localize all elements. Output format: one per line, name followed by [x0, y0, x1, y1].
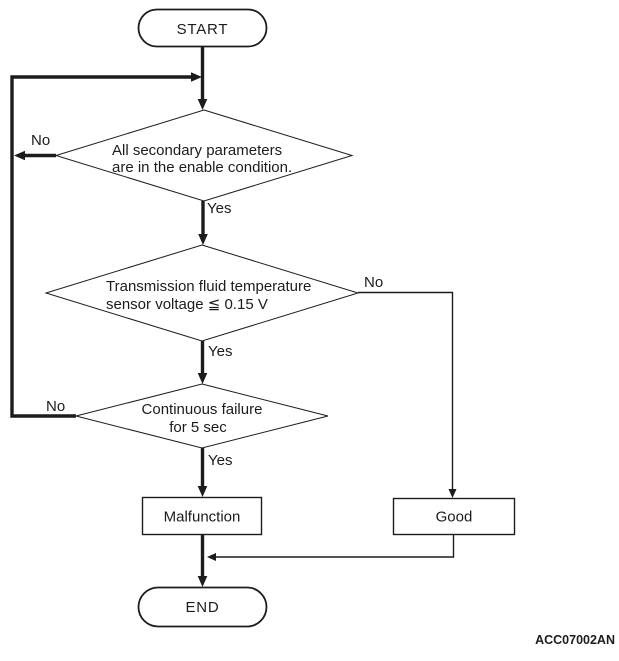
figure-id-label: ACC07002AN	[535, 633, 615, 647]
end-node	[137, 586, 268, 628]
decision-3-yes-label: Yes	[208, 452, 232, 469]
decision-2-text-line2: sensor voltage ≦ 0.15 V	[106, 296, 268, 313]
decision-2-text-line1: Transmission fluid temperature	[106, 278, 311, 295]
decision-3-no-label: No	[46, 398, 65, 415]
arrow-good-merge	[207, 535, 455, 561]
decision-2-shape	[44, 244, 360, 342]
decision-1-text-line1: All secondary parameters	[112, 142, 282, 159]
decision-1-shape	[54, 109, 354, 202]
arrow-decision-2-no-to-good	[358, 291, 457, 498]
decision-2-no-label: No	[364, 274, 383, 291]
malfunction-node	[141, 496, 263, 536]
good-label: Good	[436, 509, 473, 526]
decision-3-text-line1: Continuous failure	[142, 401, 263, 418]
malfunction-label: Malfunction	[164, 509, 241, 526]
decision-3-shape	[75, 383, 329, 449]
decision-3-text-line2: for 5 sec	[169, 419, 227, 436]
arrow-loopback-decision-3-no	[10, 72, 202, 418]
decision-2-yes-label: Yes	[208, 343, 232, 360]
good-node	[392, 497, 516, 536]
start-label: START	[177, 21, 229, 38]
decision-1-no-label: No	[31, 132, 50, 149]
decision-1-text-line2: are in the enable condition.	[112, 159, 292, 176]
end-label: END	[185, 599, 219, 616]
decision-1-yes-label: Yes	[207, 200, 231, 217]
start-node	[137, 8, 268, 48]
